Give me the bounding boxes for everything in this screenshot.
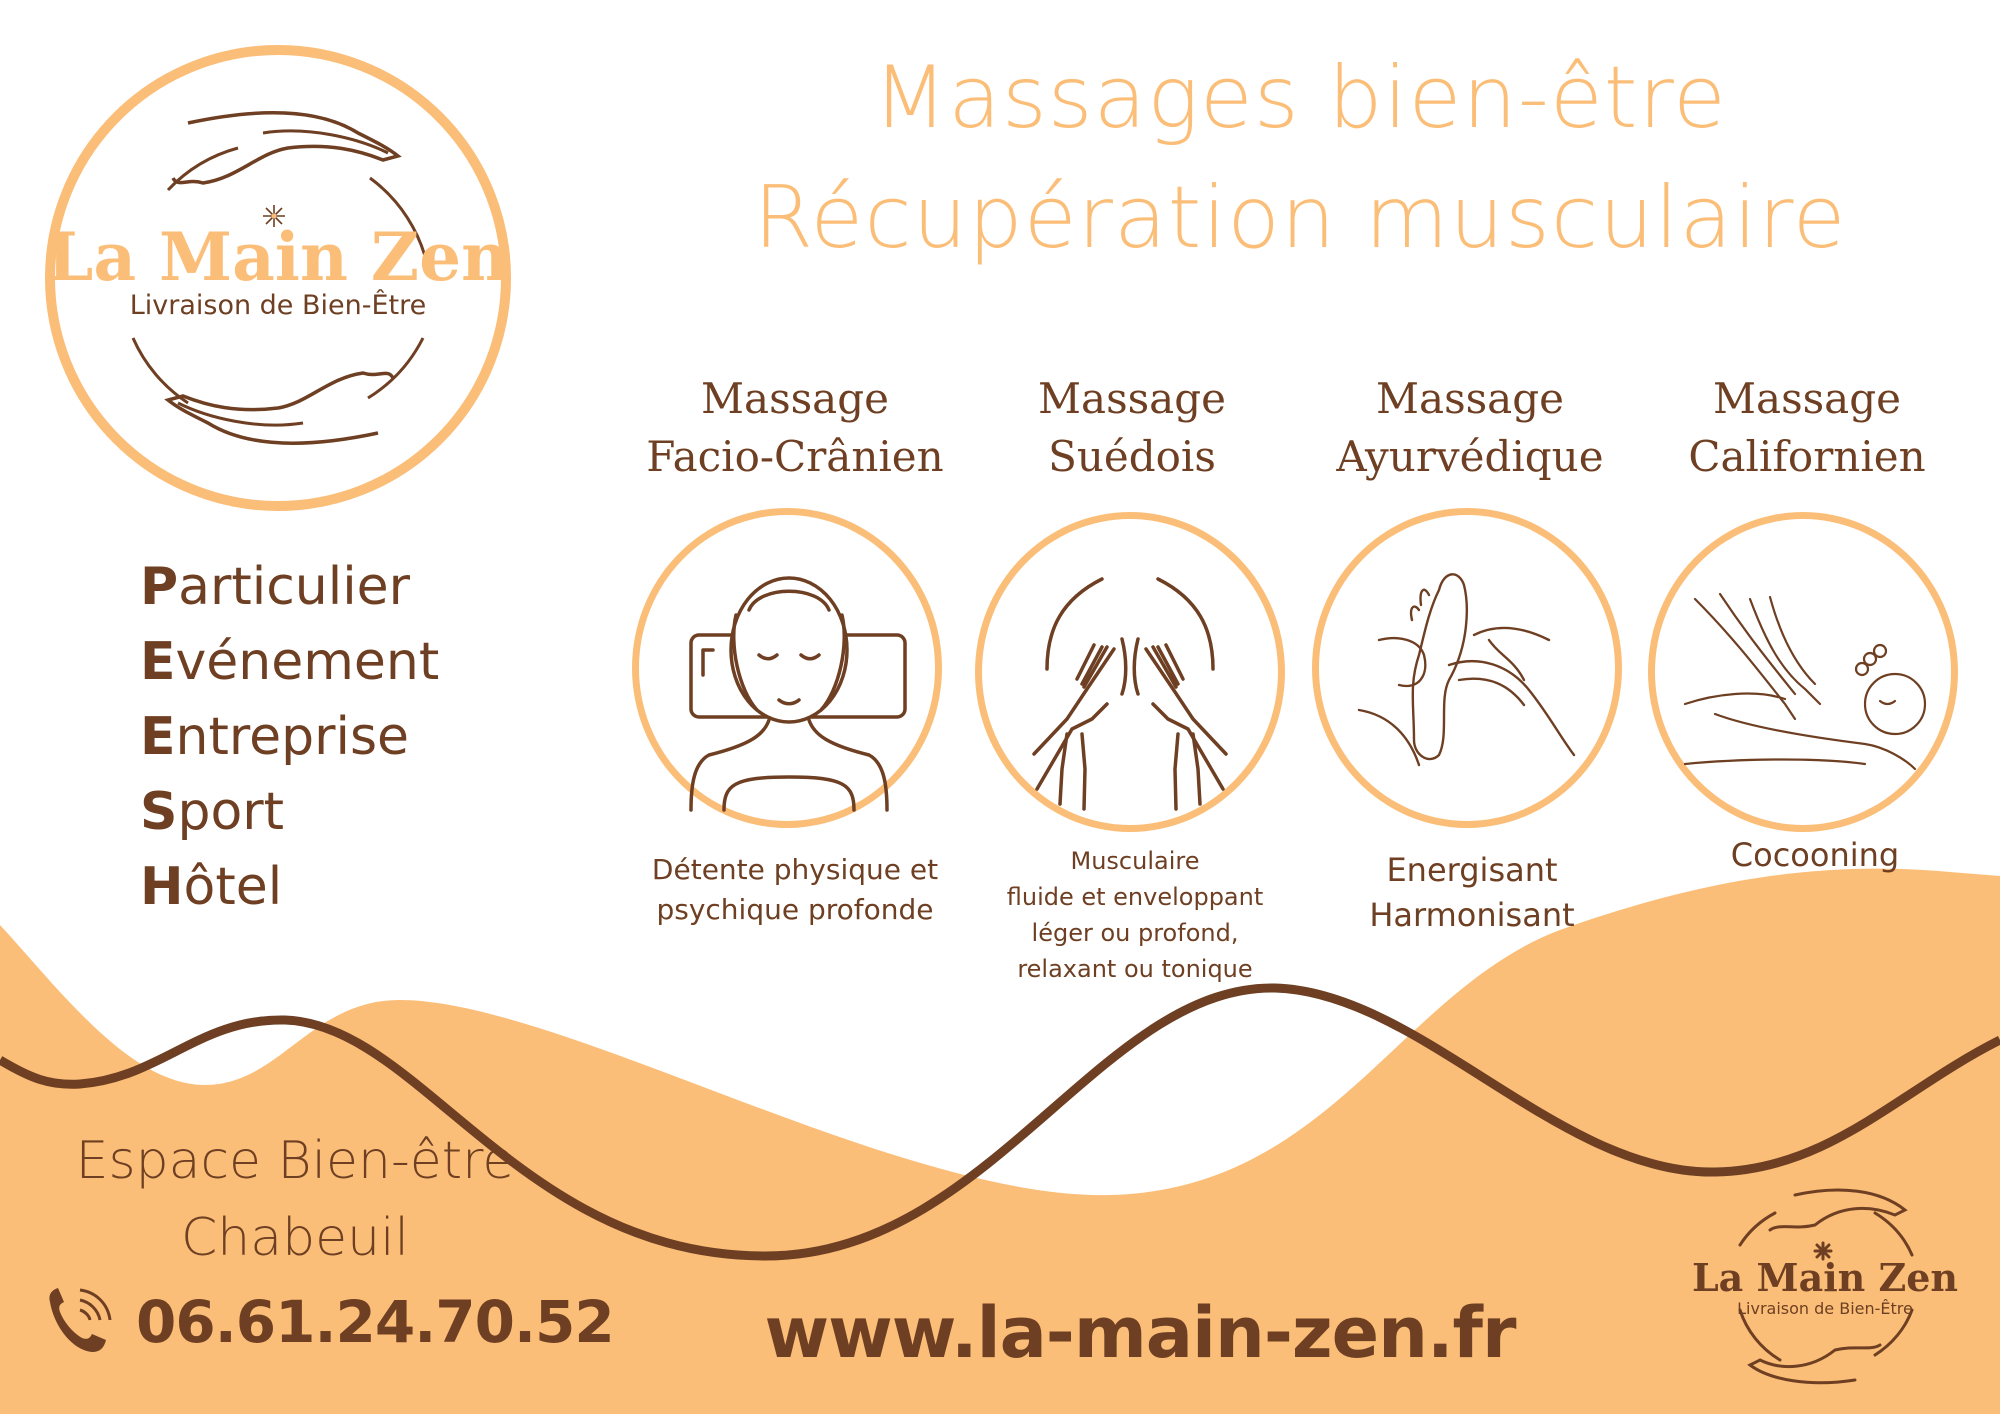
logo-tagline: Livraison de Bien-Être	[1737, 1299, 1913, 1318]
audience-item-evenement: Evénement	[140, 632, 440, 692]
brand-logo: La Main Zen Livraison de Bien-Être	[38, 38, 518, 518]
audience-item-hotel: Hôtel	[140, 857, 283, 917]
logo-ring-icon	[45, 45, 511, 511]
massage-title-line-2: Ayurvédique	[1336, 432, 1604, 481]
website-link[interactable]: www.la-main-zen.fr	[764, 1292, 1516, 1374]
audience-item-sport: Sport	[140, 782, 285, 842]
orange-wave-fill	[0, 868, 2000, 1414]
brown-wave-line	[0, 983, 2000, 1261]
bottom-hand-icon	[164, 371, 395, 445]
massage-title-line-1: Massage	[1038, 374, 1226, 423]
massage-description-californien: Cocooning	[1730, 836, 1900, 874]
massage-card-suedois: Massage Suédois	[962, 370, 1302, 486]
massage-title-line-1: Massage	[701, 374, 889, 423]
location-line-1: Espace Bien-être	[75, 1131, 515, 1191]
brand-logo-small: La Main Zen Livraison de Bien-Être	[1680, 1175, 1970, 1390]
massage-title-line-1: Massage	[1376, 374, 1564, 423]
massage-description-suedois: Musculaire fluide et enveloppant léger o…	[1006, 847, 1264, 983]
logo-hands-icon	[1738, 1188, 1914, 1385]
logo-tagline: Livraison de Bien-Être	[129, 290, 427, 321]
star-icon	[263, 205, 285, 227]
page-title-line-2: Récupération musculaire	[753, 168, 1847, 268]
audience-item-entreprise: Entreprise	[140, 707, 410, 767]
massage-card-californien: Massage Californien	[1637, 370, 1977, 486]
massage-description-ayurvedique: Energisant Harmonisant	[1369, 851, 1575, 934]
location-line-2: Chabeuil	[181, 1208, 409, 1268]
massage-description-facio-cranien: Détente physique et psychique profonde	[651, 853, 939, 926]
massage-card-ayurvedique: Massage Ayurvédique	[1300, 370, 1640, 486]
body-massage-icon	[1648, 512, 1958, 832]
logo-title: La Main Zen	[46, 218, 510, 296]
foot-massage-icon	[1312, 508, 1622, 828]
back-massage-icon	[975, 512, 1285, 832]
phone-icon	[49, 1288, 112, 1352]
page-title-line-1: Massages bien-être	[873, 48, 1727, 148]
massage-title-line-2: Facio-Crânien	[646, 432, 944, 481]
phone-number[interactable]: 06.61.24.70.52	[136, 1288, 615, 1356]
phone-contact[interactable]: 06.61.24.70.52	[42, 1282, 615, 1362]
audience-item-particulier: Particulier	[140, 557, 411, 617]
audience-list: Particulier Evénement Entreprise Sport H…	[140, 550, 439, 925]
massage-card-facio-cranien: Massage Facio-Crânien	[625, 370, 965, 486]
massage-title-line-2: Suédois	[1048, 432, 1216, 481]
face-massage-icon	[632, 508, 942, 828]
top-hand-icon	[171, 111, 402, 185]
massage-title-line-1: Massage	[1713, 374, 1901, 423]
logo-title: La Main Zen	[1691, 1255, 1959, 1300]
massage-title-line-2: Californien	[1688, 432, 1926, 481]
